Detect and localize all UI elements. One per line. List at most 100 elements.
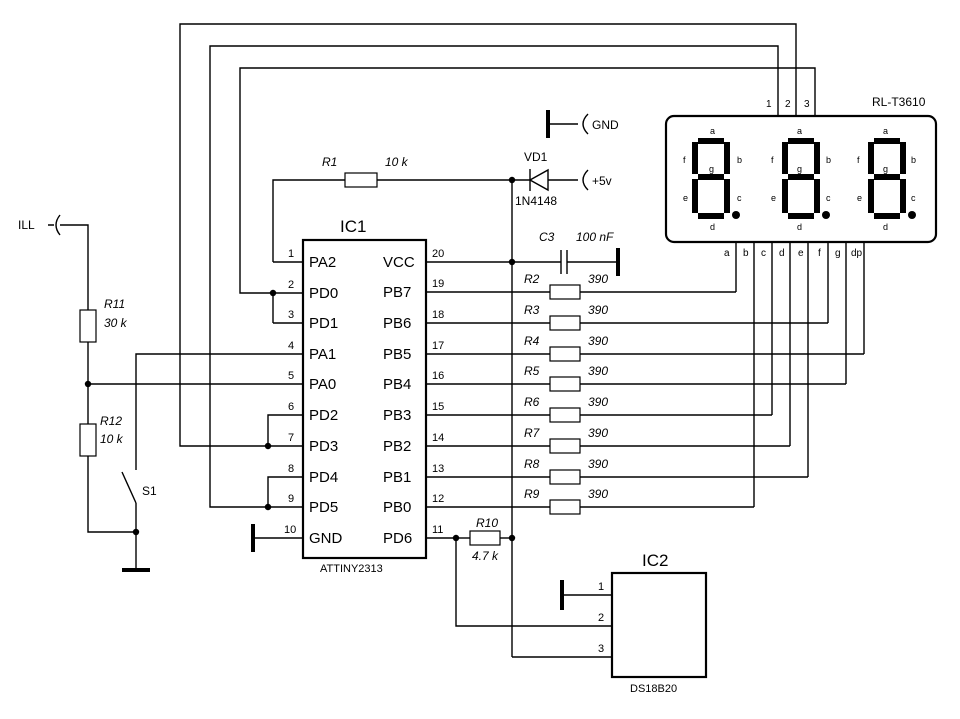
r1-ref: R1: [322, 155, 337, 169]
ic1-pin-number: 15: [432, 401, 444, 413]
ic2-title: IC2: [642, 551, 668, 570]
ic1-pin-name: PD5: [309, 499, 338, 516]
resistor-r3: [549, 315, 581, 331]
resistor-r9: [549, 499, 581, 515]
r11-ref: R11: [104, 297, 125, 311]
segment-pin-label: d: [779, 248, 785, 259]
digit-pin-label: 3: [804, 99, 810, 110]
ic1-pin-number: 8: [288, 463, 294, 475]
digit-pin-label: 1: [766, 99, 772, 110]
r12-value: 10 k: [100, 432, 124, 446]
ic1-pin-name: PD1: [309, 315, 338, 332]
segment-pin-label: dp: [851, 248, 863, 259]
ic1-pin-number: 4: [288, 340, 294, 352]
s1-ref: S1: [142, 484, 157, 498]
segment-label: d: [710, 222, 715, 232]
r5-value: 390: [588, 364, 608, 378]
ic1-pin-name: GND: [309, 530, 343, 547]
resistor-r5: [549, 376, 581, 392]
ic1-pin-name: PD2: [309, 407, 338, 424]
r7-value: 390: [588, 426, 608, 440]
ic1-left-wiring: [88, 179, 345, 552]
ic1-pin-number: 12: [432, 493, 444, 505]
r3-ref: R3: [524, 303, 540, 317]
segment-label: c: [911, 193, 916, 203]
resistor-r1: [344, 172, 378, 188]
ic1-pin-number: 11: [432, 524, 443, 536]
sensor-section: R10 4.7 k IC2 DS18B20 1 2 3: [452, 516, 708, 695]
r10-ref: R10: [476, 516, 498, 530]
c3-value: 100 nF: [576, 230, 614, 244]
decoupling-cap: C3 100 nF: [456, 230, 620, 276]
ic1-pin-name: VCC: [383, 254, 415, 271]
vplus-label: +5v: [592, 174, 612, 188]
ic1-pin-name: PB3: [383, 407, 411, 424]
ic1-pin-number: 13: [432, 463, 444, 475]
r3-value: 390: [588, 303, 608, 317]
ic1-pin-name: PB5: [383, 346, 411, 363]
ill-input: ILL R11 30 k R12 10 k S1: [18, 214, 157, 572]
r8-value: 390: [588, 457, 608, 471]
diode-vd1: [528, 168, 549, 192]
vd1-value: 1N4148: [515, 194, 557, 208]
r1-value: 10 k: [385, 155, 409, 169]
r6-ref: R6: [524, 395, 540, 409]
resistor-r11: [79, 309, 97, 343]
ic1-pin-number: 1: [288, 248, 294, 260]
ic1-pin-name: PD3: [309, 438, 338, 455]
segment-label: f: [857, 155, 860, 165]
ic1-pin-name: PA1: [309, 346, 336, 363]
segment-pin-label: f: [818, 248, 821, 259]
r6-value: 390: [588, 395, 608, 409]
resistor-r12: [79, 423, 97, 457]
ic1-part: ATTINY2313: [320, 563, 383, 575]
display-digit-3: [868, 138, 916, 219]
ic1-title: IC1: [340, 217, 366, 236]
segment-pin-label: g: [835, 248, 841, 259]
resistor-r2: [549, 284, 581, 300]
ill-label: ILL: [18, 218, 35, 232]
ic1-pin-number: 2: [288, 279, 294, 291]
r12-ref: R12: [100, 414, 122, 428]
ic1-pin-name: PD0: [309, 285, 338, 302]
segment-label: b: [911, 155, 916, 165]
ic1-pin-number: 19: [432, 278, 444, 290]
ic1-pin-name: PB2: [383, 438, 411, 455]
ic2-pin-number: 3: [598, 643, 604, 655]
segment-label: d: [797, 222, 802, 232]
ic1-pin-number: 7: [288, 432, 294, 444]
digit-select-wires: [179, 23, 816, 508]
ic1-pin-name: PA0: [309, 376, 336, 393]
power-section: R1 10 k +5v VD1 1N4148 GND: [322, 110, 619, 657]
resistor-r10: [469, 530, 501, 546]
r9-ref: R9: [524, 487, 540, 501]
display-rl-t3610: RL-T3610 1 2 3 a b c d e f g dp a b c d …: [664, 95, 938, 259]
ic1-pin-number: 16: [432, 370, 444, 382]
ic1-pin-number: 14: [432, 432, 444, 444]
ic2-body: [610, 571, 708, 679]
display-part: RL-T3610: [872, 95, 926, 109]
r7-ref: R7: [524, 426, 541, 440]
segment-label: g: [797, 164, 802, 174]
ic2-pin-number: 1: [598, 581, 604, 593]
segment-label: e: [857, 193, 862, 203]
ic1-pin-number: 9: [288, 493, 294, 505]
ic1-pin-name: PB7: [383, 284, 411, 301]
segment-label: e: [683, 193, 688, 203]
ic1-pin-number: 3: [288, 309, 294, 321]
display-body: [664, 114, 938, 244]
ic1-pin-name: PB4: [383, 376, 411, 393]
segment-pin-label: e: [798, 248, 804, 259]
r8-ref: R8: [524, 457, 540, 471]
r9-value: 390: [588, 487, 608, 501]
digit-pin-label: 2: [785, 99, 791, 110]
display-digit-1: [692, 138, 740, 219]
ic1-pin-name: PA2: [309, 254, 336, 271]
c3-ref: C3: [539, 230, 555, 244]
segment-label: f: [683, 155, 686, 165]
segment-resistors: R2 390 R3 390 R4 390 R5 390 R6 390 R7 39…: [456, 272, 864, 515]
segment-label: g: [883, 164, 888, 174]
segment-pin-label: a: [724, 248, 730, 259]
ic1-pin-number: 17: [432, 340, 444, 352]
